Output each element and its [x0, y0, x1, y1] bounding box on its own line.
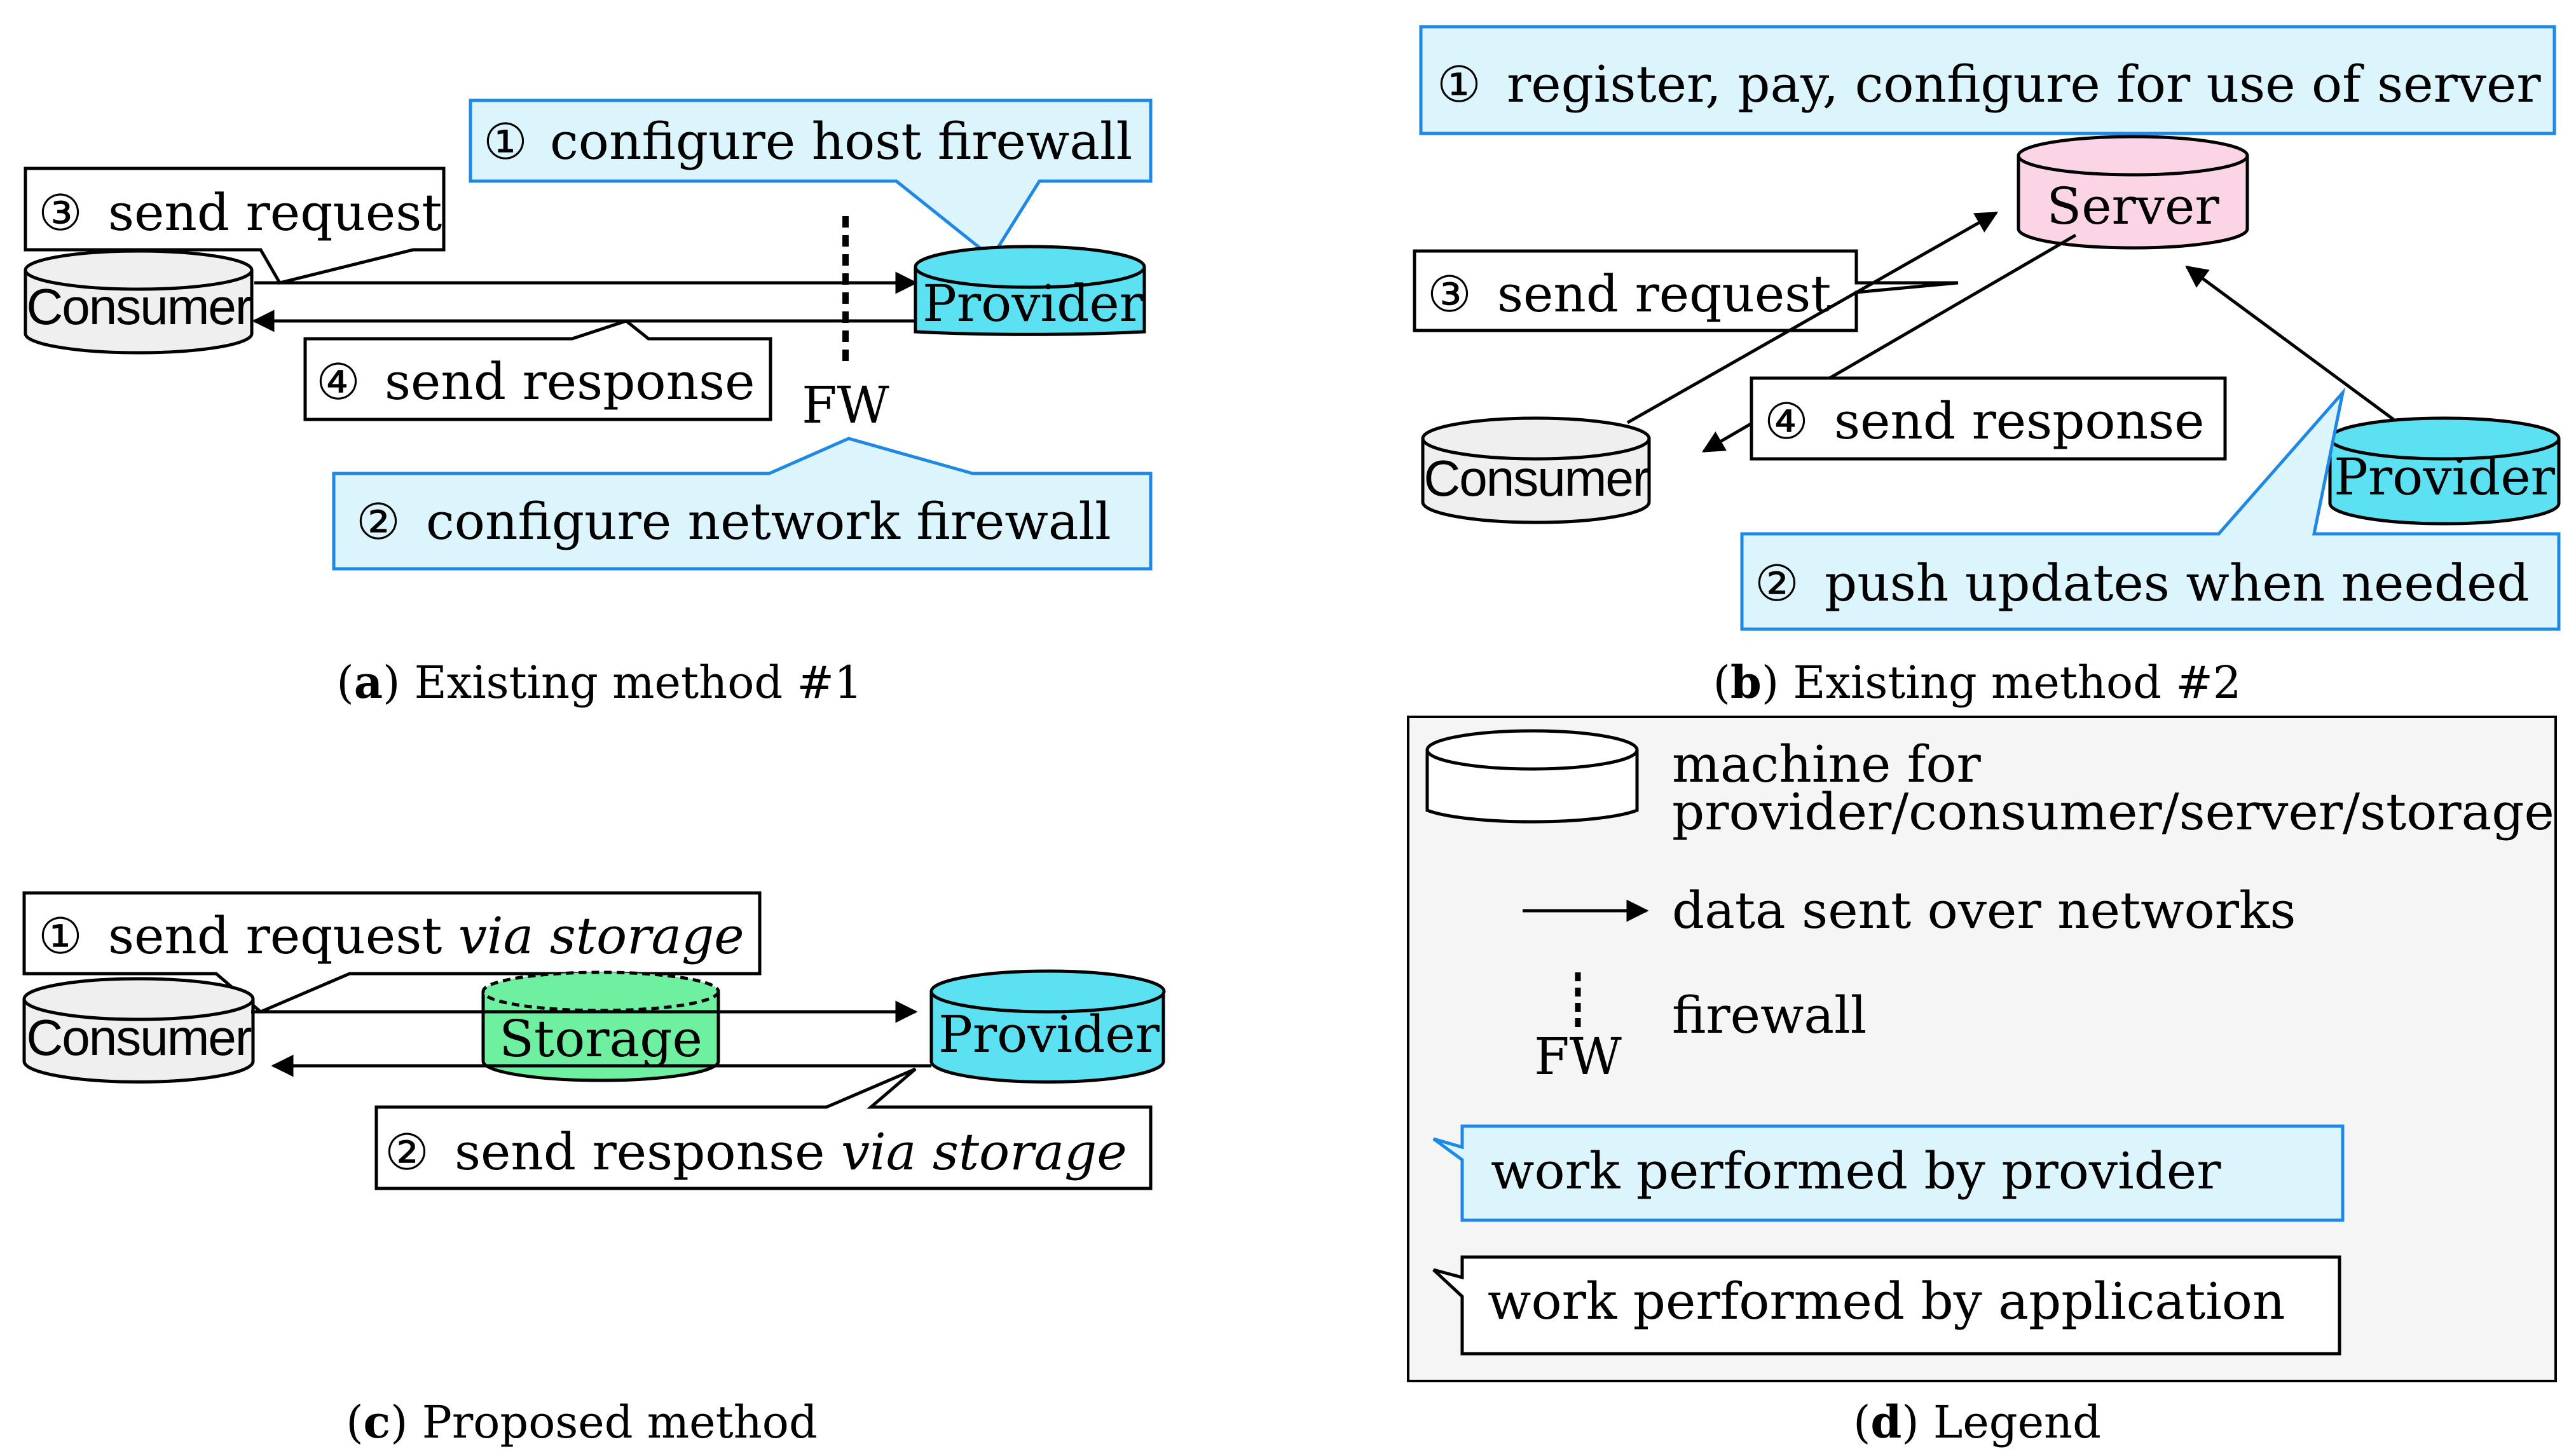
callout-number: ① — [38, 908, 83, 965]
firewall-label: FW — [802, 376, 889, 435]
callout-italic: via storage — [458, 906, 744, 965]
node-label: Consumer — [1423, 450, 1648, 507]
callout-send-request-via-storage: ① send request via storage — [22, 891, 762, 1014]
provider-machine: Provider — [929, 969, 1166, 1084]
legend-machine-line1: machine for — [1672, 735, 1982, 794]
callout-number: ② — [356, 494, 401, 551]
callout-shape — [1419, 25, 2556, 135]
callout-send-response: ④ send response — [303, 319, 772, 421]
request-arrow — [1626, 211, 1999, 425]
callout-shape — [332, 437, 1153, 571]
node-label: Server — [2046, 177, 2219, 236]
legend-provider-work: work performed by provider — [1432, 1124, 2345, 1222]
consumer-machine: Consumer — [22, 977, 255, 1084]
callout-text: configure host firewall — [550, 112, 1132, 171]
callout-number: ③ — [38, 185, 83, 242]
legend-fw-label: FW — [1534, 1027, 1622, 1086]
node-label: Consumer — [26, 1009, 251, 1066]
legend-provider-work-text: work performed by provider — [1491, 1141, 2221, 1201]
consumer-machine: Consumer — [1421, 416, 1651, 524]
caption-b: (b) Existing method #2 — [1713, 656, 2242, 709]
callout-text: push updates when needed — [1825, 554, 2530, 613]
consumer-machine: Consumer — [24, 249, 254, 355]
caption-letter: b — [1730, 656, 1762, 709]
node-label: Storage — [499, 1009, 702, 1068]
panel-b: ① register, pay, configure for use of se… — [1413, 25, 2561, 709]
callout-send-request: ③ send request — [1413, 249, 1959, 332]
callout-shape — [374, 1067, 1153, 1190]
callout-plain: send response — [455, 1122, 841, 1181]
legend-app-work-text: work performed by application — [1488, 1272, 2285, 1331]
server-machine: Server — [2017, 135, 2249, 250]
node-label: Provider — [938, 1005, 1160, 1064]
callout-shape — [1432, 1124, 2345, 1222]
callout-number: ① — [1437, 57, 1481, 114]
caption-text: Existing method #2 — [1779, 657, 2241, 709]
callout-number: ② — [385, 1124, 429, 1181]
callout-configure-host-firewall: ① configure host firewall — [469, 99, 1153, 260]
callout-italic: via storage — [841, 1122, 1127, 1181]
callout-number: ② — [1755, 555, 1799, 613]
panel-d-legend: machine for provider/consumer/server/sto… — [1407, 716, 2557, 1448]
callout-number: ④ — [316, 354, 360, 411]
callout-number: ④ — [1764, 393, 1809, 451]
node-label: Consumer — [26, 278, 251, 335]
panel-a: ① configure host firewall ③ send request… — [24, 99, 1153, 709]
legend-application-work: work performed by application — [1432, 1255, 2341, 1356]
callout-number: ① — [483, 114, 528, 171]
callout-text: send request via storage — [108, 906, 744, 965]
callout-text: send request — [108, 183, 442, 242]
caption-a: (a) Existing method #1 — [336, 656, 862, 709]
caption-letter: d — [1870, 1396, 1901, 1448]
callout-plain: send request — [108, 906, 458, 965]
provider-machine: Provider — [2328, 416, 2561, 526]
caption-letter: c — [364, 1396, 391, 1448]
legend-machine-icon — [1425, 729, 1639, 824]
callout-shape — [303, 319, 772, 421]
callout-text: send request — [1497, 264, 1831, 323]
node-label: Provider — [922, 274, 1144, 333]
caption-text: Legend — [1919, 1396, 2101, 1448]
callout-text: send response via storage — [455, 1122, 1127, 1181]
node-label: Provider — [2334, 447, 2556, 507]
callout-shape — [469, 99, 1153, 260]
callout-shape — [22, 891, 762, 1014]
callout-shape — [24, 167, 446, 285]
legend-arrow-text: data sent over networks — [1672, 881, 2296, 940]
push-arrow — [2185, 265, 2395, 421]
callout-send-response-via-storage: ② send response via storage — [374, 1067, 1153, 1190]
callout-send-request: ③ send request — [24, 167, 446, 285]
callout-shape — [1432, 1255, 2341, 1356]
callout-shape — [1750, 376, 2227, 461]
caption-text: Proposed method — [408, 1396, 817, 1448]
panel-c: ① send request via storage Consumer Stor… — [22, 891, 1166, 1448]
legend-firewall-text: firewall — [1672, 986, 1867, 1045]
legend-machine-line2: provider/consumer/server/storage — [1672, 782, 2554, 841]
caption-letter: a — [354, 656, 383, 709]
callout-register-pay-configure: ① register, pay, configure for use of se… — [1419, 25, 2556, 135]
callout-configure-network-firewall: ② configure network firewall — [332, 437, 1153, 571]
callout-shape — [1740, 387, 2561, 631]
callout-text: send response — [385, 352, 755, 411]
callout-send-response: ④ send response — [1750, 376, 2227, 461]
caption-text: Existing method #1 — [400, 657, 862, 709]
callout-push-updates: ② push updates when needed — [1740, 387, 2561, 631]
caption-d: (d) Legend — [1853, 1396, 2101, 1448]
callout-number: ③ — [1427, 266, 1472, 323]
callout-text: register, pay, configure for use of serv… — [1507, 55, 2541, 114]
caption-c: (c) Proposed method — [346, 1396, 818, 1448]
provider-machine: Provider — [914, 245, 1146, 336]
callout-text: configure network firewall — [426, 492, 1111, 551]
callout-text: send response — [1834, 391, 2205, 451]
